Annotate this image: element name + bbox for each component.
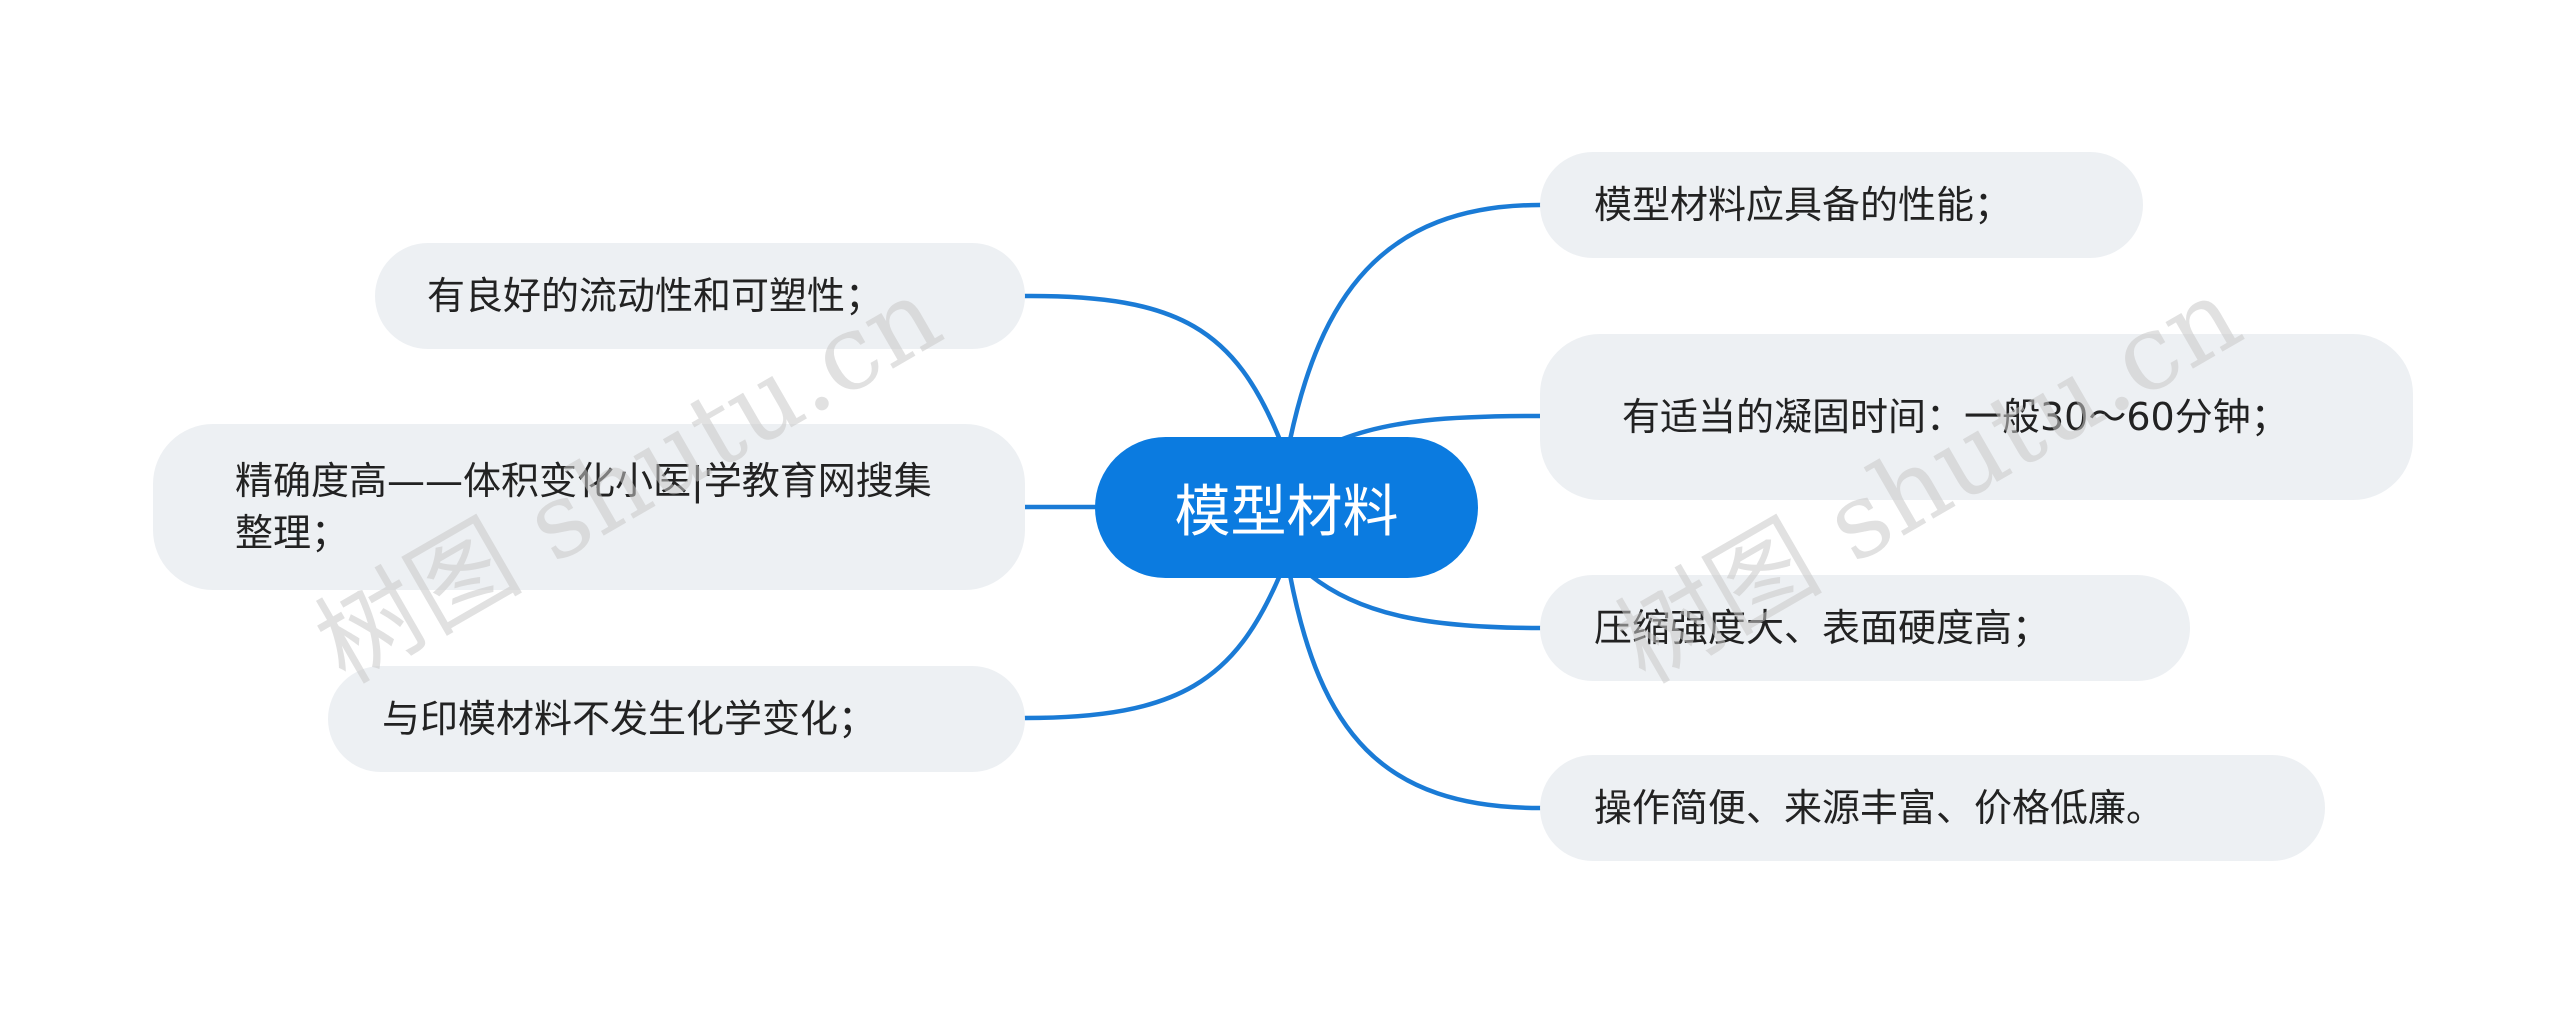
connector-right-4 [1287,572,1543,811]
connector-right-3 [1307,572,1543,631]
node-flowability[interactable]: 有良好的流动性和可塑性； [375,243,1025,349]
node-no-reaction-label: 与印模材料不发生化学变化； [382,697,877,741]
node-strength-hardness[interactable]: 压缩强度大、表面硬度高； [1540,575,2190,681]
central-topic[interactable]: 模型材料 [1095,437,1478,578]
node-easy-operation-label: 操作简便、来源丰富、价格低廉。 [1594,786,2165,830]
node-required-properties[interactable]: 模型材料应具备的性能； [1540,152,2143,258]
node-setting-time[interactable]: 有适当的凝固时间：一般30～60分钟； [1540,334,2413,500]
node-strength-hardness-label: 压缩强度大、表面硬度高； [1594,606,2051,650]
node-flowability-label: 有良好的流动性和可塑性； [427,274,884,318]
central-topic-label: 模型材料 [1174,480,1399,545]
node-no-reaction[interactable]: 与印模材料不发生化学变化； [328,666,1025,772]
node-setting-time-label: 有适当的凝固时间：一般30～60分钟； [1622,395,2289,439]
node-required-properties-label: 模型材料应具备的性能； [1594,183,2013,227]
connector-right-2 [1337,413,1543,443]
connector-left-3 [1022,572,1283,721]
node-precision-label: 精确度高——体积变化小医|学教育网搜集整理； [235,459,932,555]
connector-left-1 [1022,293,1283,443]
node-precision[interactable]: 精确度高——体积变化小医|学教育网搜集整理； [153,424,1025,590]
node-easy-operation[interactable]: 操作简便、来源丰富、价格低廉。 [1540,755,2325,861]
connector-right-1 [1287,202,1543,443]
